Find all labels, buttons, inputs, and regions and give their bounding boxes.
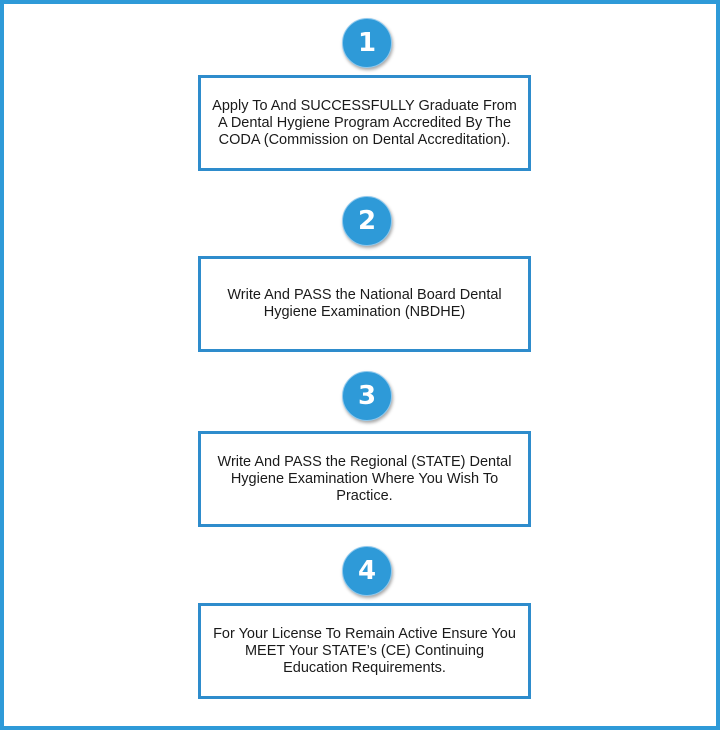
step-3-text: Write And PASS the Regional (STATE) Dent…: [217, 453, 512, 504]
step-1-number: 1: [357, 28, 377, 58]
step-2-text: Write And PASS the National Board Dental…: [227, 287, 502, 320]
step-2-box: Write And PASS the National Board Dental…: [198, 256, 531, 352]
step-2-number: 2: [357, 206, 377, 236]
step-3-box: Write And PASS the Regional (STATE) Dent…: [198, 431, 531, 527]
step-1-badge: 1: [342, 18, 392, 68]
step-4-badge: 4: [342, 546, 392, 596]
step-3-badge: 3: [342, 371, 392, 421]
step-3-number: 3: [357, 381, 377, 411]
step-4-number: 4: [357, 556, 377, 586]
step-4-box: For Your License To Remain Active Ensure…: [198, 603, 531, 699]
step-4-text: For Your License To Remain Active Ensure…: [213, 625, 516, 676]
step-1-text: Apply To And SUCCESSFULLY Graduate From …: [212, 97, 517, 148]
step-2-badge: 2: [342, 196, 392, 246]
step-1-box: Apply To And SUCCESSFULLY Graduate From …: [198, 75, 531, 171]
